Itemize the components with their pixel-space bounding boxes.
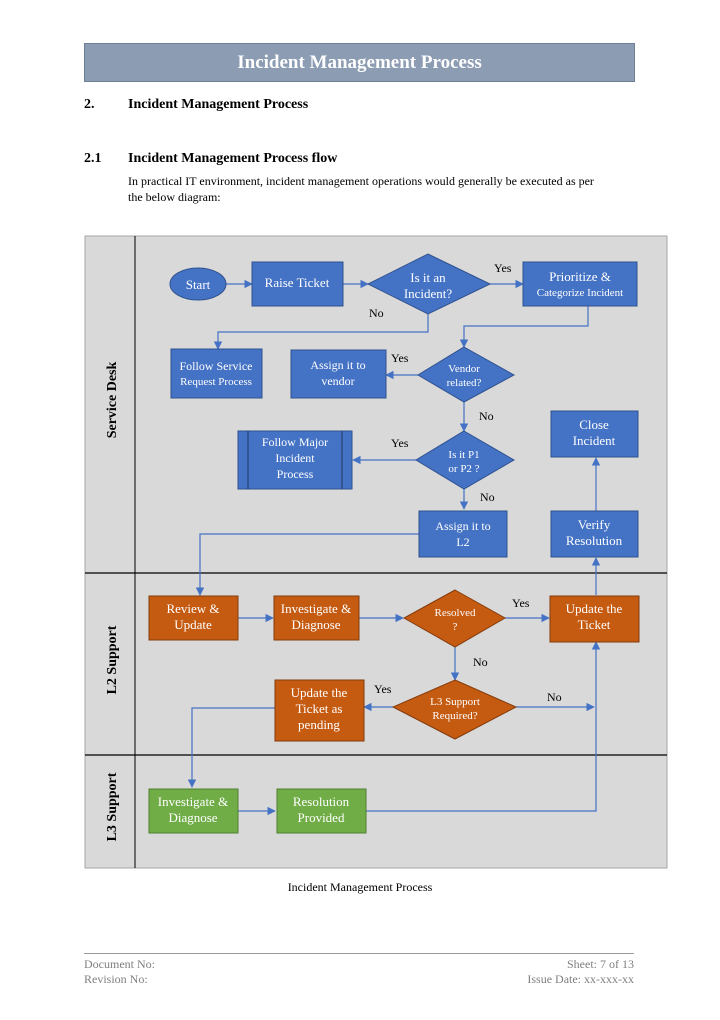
- review-update-label-2: Update: [174, 617, 212, 632]
- figure-caption: Incident Management Process: [287, 880, 433, 894]
- vendor-related-label-2: related?: [447, 377, 482, 389]
- resolved-label-2: ?: [453, 621, 458, 633]
- assign-vendor-label-1: Assign it to: [310, 358, 365, 372]
- vendor-related-label-1: Vendor: [448, 363, 480, 375]
- intro-line-1: In practical IT environment, incident ma…: [128, 174, 594, 188]
- is-p1p2-decision: [415, 430, 515, 490]
- l3-required-label-2: Required?: [432, 710, 477, 722]
- update-pending-label-2: Ticket as: [296, 701, 343, 716]
- investigate-l2-label-2: Diagnose: [291, 617, 340, 632]
- is-incident-label-2: Incident?: [404, 286, 453, 301]
- follow-service-node: [170, 348, 263, 399]
- close-incident-label-2: Incident: [573, 433, 616, 448]
- close-incident-node: [550, 410, 639, 458]
- raise-ticket-label: Raise Ticket: [265, 275, 330, 290]
- resolved-decision: [402, 589, 507, 648]
- raise-ticket-node: [251, 261, 344, 307]
- is-incident-decision: [366, 253, 492, 315]
- edge-assignl2-review: [195, 533, 419, 596]
- section-title: Incident Management Process: [128, 97, 309, 112]
- intro-line-2: the below diagram:: [128, 190, 221, 204]
- revision-no: Revision No:: [84, 972, 148, 986]
- document-no: Document No:: [84, 957, 155, 971]
- assign-vendor-label-2: vendor: [321, 374, 354, 388]
- label-no-p1: No: [480, 490, 495, 504]
- assign-l2-label-2: L2: [456, 535, 469, 549]
- title-banner: Incident Management Process: [84, 43, 635, 82]
- label-yes-p1: Yes: [391, 436, 409, 450]
- resolved-label-1: Resolved: [435, 607, 476, 619]
- page-title: Incident Management Process: [237, 52, 482, 73]
- label-yes-incident: Yes: [494, 261, 512, 275]
- assign-vendor-node: [290, 349, 387, 399]
- investigate-l3-node: [148, 788, 239, 834]
- follow-major-node: [237, 430, 353, 490]
- section-number: 2.: [84, 97, 95, 112]
- intro-paragraph: In practical IT environment, incident ma…: [128, 173, 638, 205]
- close-incident-label-1: Close: [579, 417, 609, 432]
- edge-resolution-updateticket: [366, 641, 601, 812]
- review-update-label-1: Review &: [166, 601, 219, 616]
- resolution-provided-node: [276, 788, 367, 834]
- follow-major-label-2: Incident: [275, 451, 315, 465]
- review-update-node: [148, 595, 239, 641]
- label-no-resolved: No: [473, 655, 488, 669]
- label-no-incident: No: [369, 306, 384, 320]
- label-yes-vendor: Yes: [391, 351, 409, 365]
- verify-resolution-node: [550, 510, 639, 558]
- follow-major-label-3: Process: [277, 467, 314, 481]
- label-yes-l3: Yes: [374, 682, 392, 696]
- label-no-l3: No: [547, 690, 562, 704]
- footer-divider: [84, 953, 634, 954]
- update-pending-label-3: pending: [298, 717, 340, 732]
- investigate-l2-label-1: Investigate &: [281, 601, 351, 616]
- start-node: [169, 267, 227, 301]
- update-ticket-label-2: Ticket: [578, 617, 611, 632]
- lane-label-service-desk: Service Desk: [105, 361, 120, 438]
- edge-pending-investigatel3: [187, 707, 275, 788]
- verify-resolution-label-1: Verify: [578, 517, 611, 532]
- update-pending-label-1: Update the: [291, 685, 348, 700]
- label-no-vendor: No: [479, 409, 494, 423]
- follow-service-label-2: Request Process: [180, 376, 252, 388]
- label-yes-resolved: Yes: [512, 596, 530, 610]
- footer-right: Sheet: 7 of 13 Issue Date: xx-xxx-xx: [527, 957, 634, 987]
- verify-resolution-label-2: Resolution: [566, 533, 623, 548]
- follow-service-label-1: Follow Service: [180, 359, 253, 373]
- edge-prioritize-vendor: [459, 306, 589, 348]
- investigate-l3-label-1: Investigate &: [158, 794, 228, 809]
- assign-l2-node: [418, 510, 508, 558]
- subsection-number: 2.1: [84, 151, 102, 166]
- is-incident-label-1: Is it an: [410, 270, 446, 285]
- subsection-title: Incident Management Process flow: [128, 151, 338, 166]
- investigate-l3-label-2: Diagnose: [168, 810, 217, 825]
- prioritize-node: [522, 261, 638, 307]
- start-label: Start: [186, 277, 211, 292]
- lane-label-l2-support: L2 Support: [105, 625, 120, 694]
- is-p1p2-label-2: or P2 ?: [448, 463, 479, 475]
- l3-required-decision: [391, 679, 518, 740]
- vendor-related-decision: [417, 346, 516, 403]
- update-ticket-label-1: Update the: [566, 601, 623, 616]
- follow-major-label-1: Follow Major: [262, 435, 328, 449]
- investigate-l2-node: [273, 595, 360, 641]
- update-pending-node: [274, 679, 365, 742]
- prioritize-label-1: Prioritize &: [549, 269, 611, 284]
- resolution-provided-label-1: Resolution: [293, 794, 350, 809]
- footer-left: Document No: Revision No:: [84, 957, 155, 987]
- assign-l2-label-1: Assign it to: [435, 519, 490, 533]
- lane-label-l3-support: L3 Support: [105, 772, 120, 841]
- resolution-provided-label-2: Provided: [298, 810, 345, 825]
- issue-date: Issue Date: xx-xxx-xx: [527, 972, 634, 986]
- sheet-number: Sheet: 7 of 13: [567, 957, 634, 971]
- prioritize-label-2: Categorize Incident: [537, 287, 623, 299]
- is-p1p2-label-1: Is it P1: [448, 449, 479, 461]
- edge-isincident-followservice: [213, 314, 429, 350]
- update-ticket-node: [549, 595, 640, 643]
- l3-required-label-1: L3 Support: [430, 696, 480, 708]
